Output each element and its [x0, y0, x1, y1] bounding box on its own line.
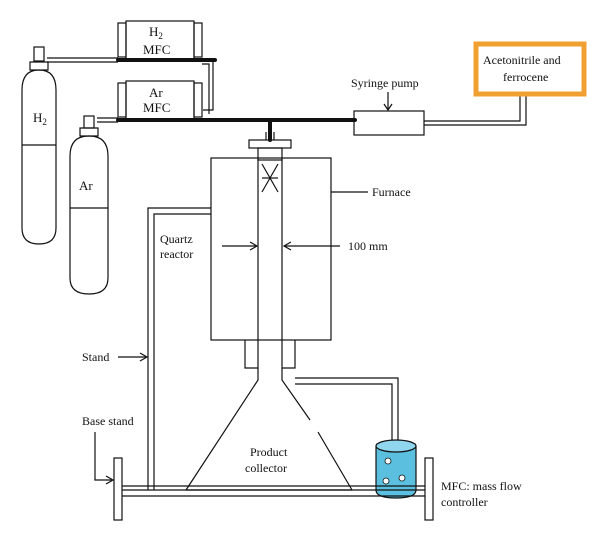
ar-cylinder-label: Ar [79, 178, 93, 193]
collector-label-line2: collector [245, 461, 287, 475]
syringe-pump: Syringe pump [351, 76, 527, 136]
legend-line1: MFC: mass flow [441, 479, 522, 493]
ar-mfc: Ar MFC [97, 80, 207, 123]
gas-lines [200, 59, 357, 142]
base-stand-label: Base stand [82, 414, 134, 428]
base-stand: Base stand [82, 414, 434, 521]
h2-mfc-label-bottom: MFC [143, 42, 170, 57]
source-label-line1: Acetonitrile and [483, 53, 561, 67]
h2-mfc-label-top: H2 [149, 24, 163, 41]
h2-cylinder-label: H2 [33, 110, 47, 127]
quartz-reactor: Quartz reactor 100 mm [160, 158, 388, 340]
syringe-pump-label: Syringe pump [351, 76, 419, 90]
quartz-label-line1: Quartz [160, 232, 193, 246]
source-label-line2: ferrocene [503, 70, 548, 84]
stand: Stand [82, 207, 211, 490]
h2-cylinder: H2 [21, 46, 57, 245]
stand-label: Stand [82, 350, 109, 364]
exhaust-line [295, 377, 399, 440]
diameter-label: 100 mm [348, 239, 388, 253]
ar-mfc-label-top: Ar [149, 85, 163, 100]
quartz-label-line2: reactor [160, 247, 193, 261]
legend-line2: controller [441, 495, 488, 509]
furnace-label: Furnace [372, 185, 411, 199]
furnace: Furnace [210, 157, 411, 341]
legend: MFC: mass flow controller [441, 479, 522, 509]
collector-label-line1: Product [250, 445, 288, 459]
h2-mfc: H2 MFC [47, 20, 217, 63]
bubbler-beaker [375, 439, 417, 499]
precursor-source-box: Acetonitrile and ferrocene [473, 41, 587, 97]
reactor-inlet [248, 132, 292, 193]
ar-mfc-label-bottom: MFC [143, 100, 170, 115]
precursor-source-border [473, 41, 587, 97]
ar-cylinder: Ar [69, 115, 109, 295]
product-collector: Product collector [185, 340, 353, 491]
